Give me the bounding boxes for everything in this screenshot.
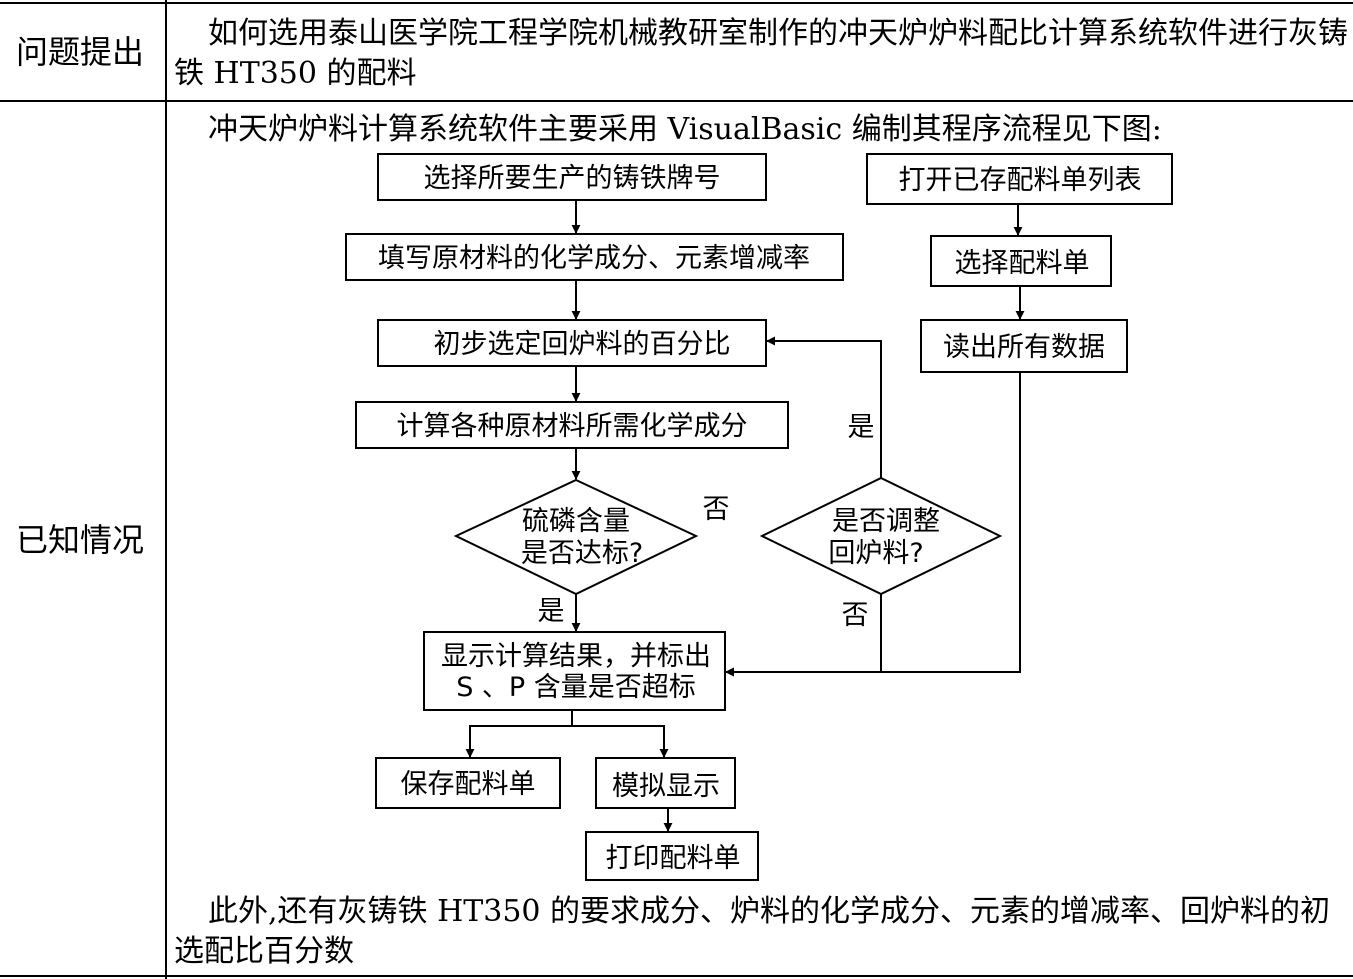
problem-text: 如何选用泰山医学院工程学院机械教研室制作的冲天炉炉料配比计算系统软件进行灰铸铁 …: [174, 16, 1348, 91]
node-simulate: [595, 757, 736, 809]
table-bottom-border: [0, 975, 1353, 977]
flowchart-intro: 冲天炉炉料计算系统软件主要采用 VisualBasic 编制其程序流程见下图:: [208, 112, 1162, 147]
edge-result-to-simulate: [572, 725, 669, 758]
label-simulate: 模拟显示: [612, 771, 720, 802]
table-top-border: [0, 2, 1353, 4]
node-initial-ratio: [377, 319, 767, 367]
row-label-known: 已知情况: [16, 521, 145, 559]
row-label-problem: 问题提出: [16, 33, 145, 71]
edge-adjust-yes-to-ratio: [766, 336, 882, 478]
node-open-list: [866, 153, 1173, 205]
node-fill-composition: [345, 233, 844, 281]
node-select-grade: [377, 153, 767, 201]
label-adjust-line2: 回炉料?: [828, 538, 923, 569]
edge-label-sp-yes: 是: [538, 596, 565, 627]
edge-read-to-result: [725, 372, 1021, 677]
node-save-list: [375, 757, 561, 809]
node-calc-composition: [355, 401, 789, 449]
label-show-result-line2: S 、P 含量是否超标: [456, 672, 696, 703]
column-divider: [165, 0, 167, 979]
edge-label-sp-no: 否: [703, 494, 730, 525]
footer-text: 此外,还有灰铸铁 HT350 的要求成分、炉料的化学成分、元素的增减率、回炉料的…: [174, 894, 1331, 969]
label-initial-ratio: 初步选定回炉料的百分比: [434, 329, 731, 360]
label-calc-composition: 计算各种原材料所需化学成分: [397, 411, 748, 442]
label-fill-composition: 填写原材料的化学成分、元素增减率: [378, 243, 810, 274]
label-show-result-line1: 显示计算结果，并标出: [441, 641, 711, 672]
label-read-data: 读出所有数据: [943, 332, 1105, 363]
node-sp-check: [453, 478, 699, 596]
label-open-list: 打开已存配料单列表: [899, 165, 1142, 196]
label-print-list: 打印配料单: [606, 843, 741, 874]
edge-result-split: [465, 710, 573, 758]
label-sp-check-line1: 硫磷含量: [522, 506, 630, 537]
edge-label-adjust-yes: 是: [848, 412, 875, 443]
node-show-result: [423, 631, 726, 711]
label-select-grade: 选择所要生产的铸铁牌号: [424, 163, 721, 194]
row-divider: [0, 100, 1353, 102]
node-print-list: [585, 831, 759, 881]
node-read-data: [920, 319, 1128, 373]
edge-label-adjust-no: 否: [842, 600, 869, 631]
label-adjust-line1: 是否调整: [832, 506, 940, 537]
label-save-list: 保存配料单: [401, 769, 536, 800]
label-sp-check-line2: 是否达标?: [521, 538, 643, 569]
label-choose-list: 选择配料单: [955, 248, 1090, 279]
